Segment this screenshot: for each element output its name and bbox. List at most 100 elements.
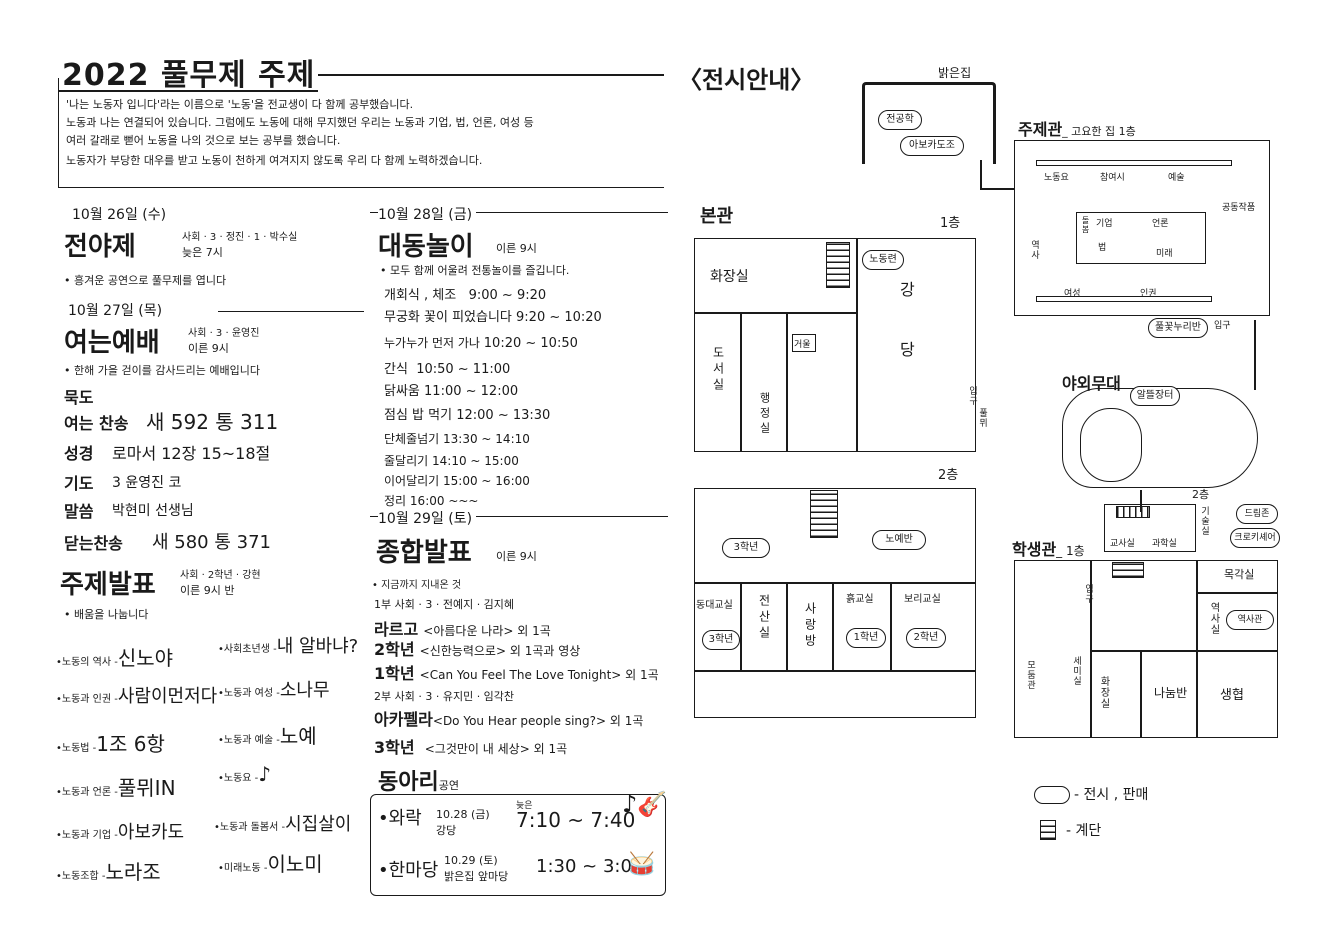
pres-item-6: •노동과 예술 -노예 (218, 724, 317, 748)
stairs-icon (1040, 820, 1056, 840)
pres-item-1: •노동의 역사 -신노야 (56, 646, 174, 670)
sh-cloud-2: 크로키셰어 (1230, 528, 1280, 548)
order-value-3: 로마서 12장 15~18절 (112, 444, 271, 463)
f2-cloud-left: 3학년 (722, 538, 770, 558)
f2-room-4: 흙교실 (846, 594, 874, 605)
day2-host: 사회 · 3 · 윤영진 (188, 328, 260, 339)
pres-item-5: •노동법 -1조 6항 (56, 732, 165, 756)
sh-room-10: 입구 (1083, 584, 1093, 604)
pres-item-2: •사회초년생 -내 알바냐? (218, 636, 359, 657)
pres-item-9: •노동과 기업 -아보카도 (56, 822, 185, 843)
theme-tag-6: 언론 (1152, 219, 1169, 229)
f1-auditorium-1: 강 (900, 280, 915, 299)
order-value-4: 3 윤영진 코 (112, 475, 182, 491)
theme-frame (58, 78, 664, 188)
club-1-name: •와락 (378, 808, 422, 829)
sh-room-9: 세미실 (1071, 656, 1081, 686)
f1-office: 행정실 (758, 392, 771, 437)
f2-cloud-c: 2학년 (906, 628, 946, 648)
day1-host: 사회 · 3 · 정진 · 1 · 박수실 (182, 232, 298, 243)
sh-room-6: 나눔반 (1154, 686, 1188, 700)
sh-room-7: 생협 (1220, 688, 1244, 703)
f1-restroom: 화장실 (710, 269, 749, 285)
theme-tag-7: 역사 (1029, 240, 1039, 260)
sched-2: 무궁화 꽃이 피었습니다 9:20 ~ 10:20 (384, 310, 602, 325)
presentation-time: 이른 9시 반 (180, 584, 235, 597)
day2-time: 이른 9시 (188, 342, 229, 355)
perf-3: 1학년 <Can You Feel The Love Tonight> 외 1곡 (374, 664, 659, 683)
day3-title: 대동놀이 (378, 232, 474, 262)
exhibition-title: 〈전시안내〉 (678, 66, 815, 94)
f1-mirror: 거울 (794, 340, 811, 350)
theme-tag-10: 여성 (1064, 289, 1081, 299)
club-2-place: 밝은집 앞마당 (444, 870, 509, 883)
perf-5: 3학년 <그것만이 내 세상> 외 1곡 (374, 738, 568, 757)
sh-room-3: 기술실 (1199, 506, 1209, 536)
order-value-2: 새 592 통 311 (146, 410, 279, 434)
sched-1: 개회식 , 체조 9:00 ~ 9:20 (384, 288, 547, 303)
pres-item-12: •미래노동 -이노미 (218, 852, 323, 876)
student-hall-floor2-map (1104, 504, 1196, 552)
legend-stairs-label: - 계단 (1066, 823, 1102, 839)
f2-cloud-right: 노예반 (872, 530, 926, 550)
pres-item-4: •노동과 여성 -소나무 (218, 680, 330, 701)
day4-title: 종합발표 (376, 538, 472, 568)
clubs-title: 동아리공연 (378, 770, 459, 795)
club-2-date: 10.29 (토) (444, 854, 498, 867)
theme-hall-entrance: 입구 (1214, 321, 1231, 331)
day3-time: 이른 9시 (496, 242, 537, 255)
day3-divider (370, 212, 668, 214)
main-hall-floor1: 1층 (940, 216, 961, 231)
theme-tag-3: 예술 (1168, 173, 1185, 183)
drum-icon: 🥁 (628, 852, 656, 877)
club-1-time-prefix: 늦은 (516, 801, 533, 811)
theme-tag-5: 기업 (1096, 219, 1113, 229)
day2-title: 여는예배 (64, 328, 160, 358)
theme-tag-4: 공동작품 (1222, 203, 1256, 213)
bright-house-cloud-1: 전공학 (878, 110, 922, 130)
day4-desc: • 지금까지 지내온 것 (372, 580, 462, 591)
cloud-icon (1034, 786, 1070, 804)
club-1-place: 강당 (436, 824, 457, 837)
sched-5: 닭싸움 11:00 ~ 12:00 (384, 384, 519, 399)
outdoor-seats (1080, 408, 1142, 482)
perf-1: 라르고 <아름다운 나라> 외 1곡 (374, 620, 551, 639)
theme-tag-8: 법 (1098, 243, 1107, 253)
club-1-time: 7:10 ~ 7:40 (516, 808, 636, 832)
theme-underline (58, 90, 318, 92)
sh-cloud-3: 역사관 (1226, 610, 1274, 630)
f1-cloud: 노동련 (862, 250, 904, 270)
sh-room-11: 모둠관 (1025, 660, 1035, 690)
sh-cloud-1: 드림존 (1236, 504, 1278, 524)
order-label-1: 묵도 (64, 388, 94, 407)
theme-hall-map (1014, 140, 1270, 316)
sh-room-8: 화장실 (1098, 676, 1109, 709)
day1-title: 전야제 (64, 232, 136, 262)
theme-line-3: 여러 갈래로 뻗어 노동을 나의 것으로 보는 공부를 했습니다. (66, 134, 341, 147)
presentation-host: 사회 · 2학년 · 강현 (180, 570, 261, 581)
f2-room-1: 동대교실 (696, 600, 733, 611)
sched-7: 단체줄넘기 13:30 ~ 14:10 (384, 432, 530, 446)
club-1-date: 10.28 (금) (436, 808, 490, 821)
day1-time: 늦은 7시 (182, 246, 223, 259)
f2-cloud-b: 1학년 (846, 628, 886, 648)
order-label-6: 닫는찬송 (64, 534, 123, 553)
f1-library: 도서실 (711, 346, 725, 394)
theme-tag-1: 노동요 (1044, 173, 1069, 183)
theme-hall-label: 주제관_ 고요한 집 1층 (1018, 120, 1136, 139)
f1-cloud-2: 풀뮈 (977, 408, 987, 428)
pres-item-7: •노동과 언론 -풀뮈IN (56, 776, 176, 800)
guitar-icon: ♪🎸 (622, 790, 668, 818)
theme-line-2: 노동과 나는 연결되어 있습니다. 그럼에도 노동에 대해 무지했던 우리는 노… (66, 116, 534, 129)
club-2-name: •한마당 (378, 860, 439, 881)
day2-date: 10월 27일 (목) (68, 303, 163, 319)
theme-frame-top (318, 74, 664, 76)
main-hall-stairs-2 (810, 490, 838, 538)
sh-room-1: 교사실 (1110, 539, 1135, 549)
perf-4: 아카펠라<Do You Hear people sing?> 외 1곡 (374, 710, 644, 729)
order-label-2: 여는 찬송 (64, 414, 129, 433)
order-value-6: 새 580 통 371 (152, 532, 271, 553)
legend-cloud-label: - 전시 , 판매 (1074, 787, 1149, 803)
order-value-5: 박현미 선생님 (112, 503, 194, 519)
sched-10: 정리 16:00 ~~~ (384, 494, 479, 508)
